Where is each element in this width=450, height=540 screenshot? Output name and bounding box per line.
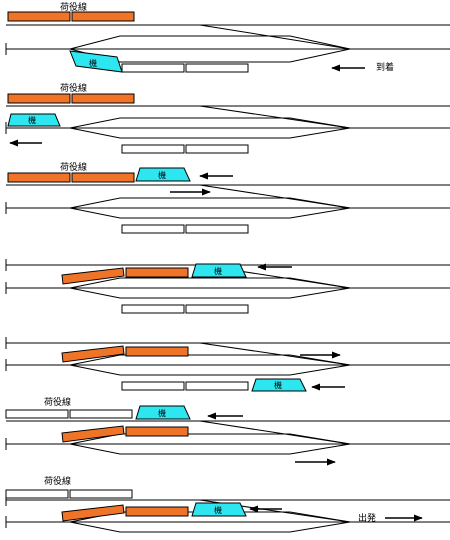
empty-car-pair bbox=[5, 409, 133, 419]
track-lines bbox=[5, 184, 450, 219]
step-1: 荷役線 機 到着 bbox=[5, 1, 450, 73]
track-lines bbox=[5, 420, 450, 455]
locomotive: 機 bbox=[135, 405, 191, 420]
locomotive: 機 bbox=[191, 502, 247, 517]
locomotive: 機 bbox=[135, 167, 191, 182]
freight-line-label: 荷役線 bbox=[60, 161, 87, 173]
freight-car-pair bbox=[7, 172, 135, 183]
locomotive-label: 機 bbox=[89, 58, 97, 68]
empty-car-pair bbox=[121, 224, 249, 234]
locomotive: 機 bbox=[191, 263, 247, 278]
locomotive-label: 機 bbox=[274, 380, 282, 390]
step-2: 荷役線 機 bbox=[5, 82, 450, 154]
locomotive: 機 bbox=[251, 378, 307, 392]
step-4: 機 bbox=[5, 259, 450, 314]
empty-car-pair bbox=[5, 489, 133, 499]
track-lines bbox=[5, 337, 450, 376]
freight-car-pair bbox=[61, 267, 189, 285]
locomotive: 機 bbox=[69, 50, 123, 73]
empty-car-pair bbox=[121, 144, 249, 154]
freight-car-pair bbox=[61, 345, 189, 363]
freight-car-pair bbox=[7, 93, 135, 104]
freight-car-pair bbox=[61, 504, 189, 522]
locomotive: 機 bbox=[7, 113, 61, 127]
step-7: 荷役線 機 出発 bbox=[5, 475, 450, 533]
empty-car-pair bbox=[121, 304, 249, 314]
track-lines bbox=[5, 105, 450, 139]
freight-car-pair bbox=[61, 425, 189, 443]
locomotive-label: 機 bbox=[214, 505, 222, 515]
arrival-label: 到着 bbox=[376, 61, 394, 73]
empty-car-pair bbox=[121, 63, 249, 73]
step-3: 荷役線 機 bbox=[5, 161, 450, 234]
locomotive-label: 機 bbox=[28, 115, 36, 125]
freight-line-label: 荷役線 bbox=[44, 475, 71, 487]
departure-label: 出発 bbox=[358, 512, 376, 524]
locomotive-label: 機 bbox=[214, 266, 222, 276]
step-6: 荷役線 機 bbox=[5, 396, 450, 466]
freight-line-label: 荷役線 bbox=[44, 396, 71, 408]
locomotive-label: 機 bbox=[158, 170, 166, 180]
step-5: 機 bbox=[5, 337, 450, 392]
freight-line-label: 荷役線 bbox=[60, 82, 87, 94]
freight-line-label: 荷役線 bbox=[60, 1, 87, 13]
locomotive-label: 機 bbox=[158, 408, 166, 418]
empty-car-pair bbox=[121, 381, 249, 391]
freight-car-pair bbox=[7, 11, 135, 22]
